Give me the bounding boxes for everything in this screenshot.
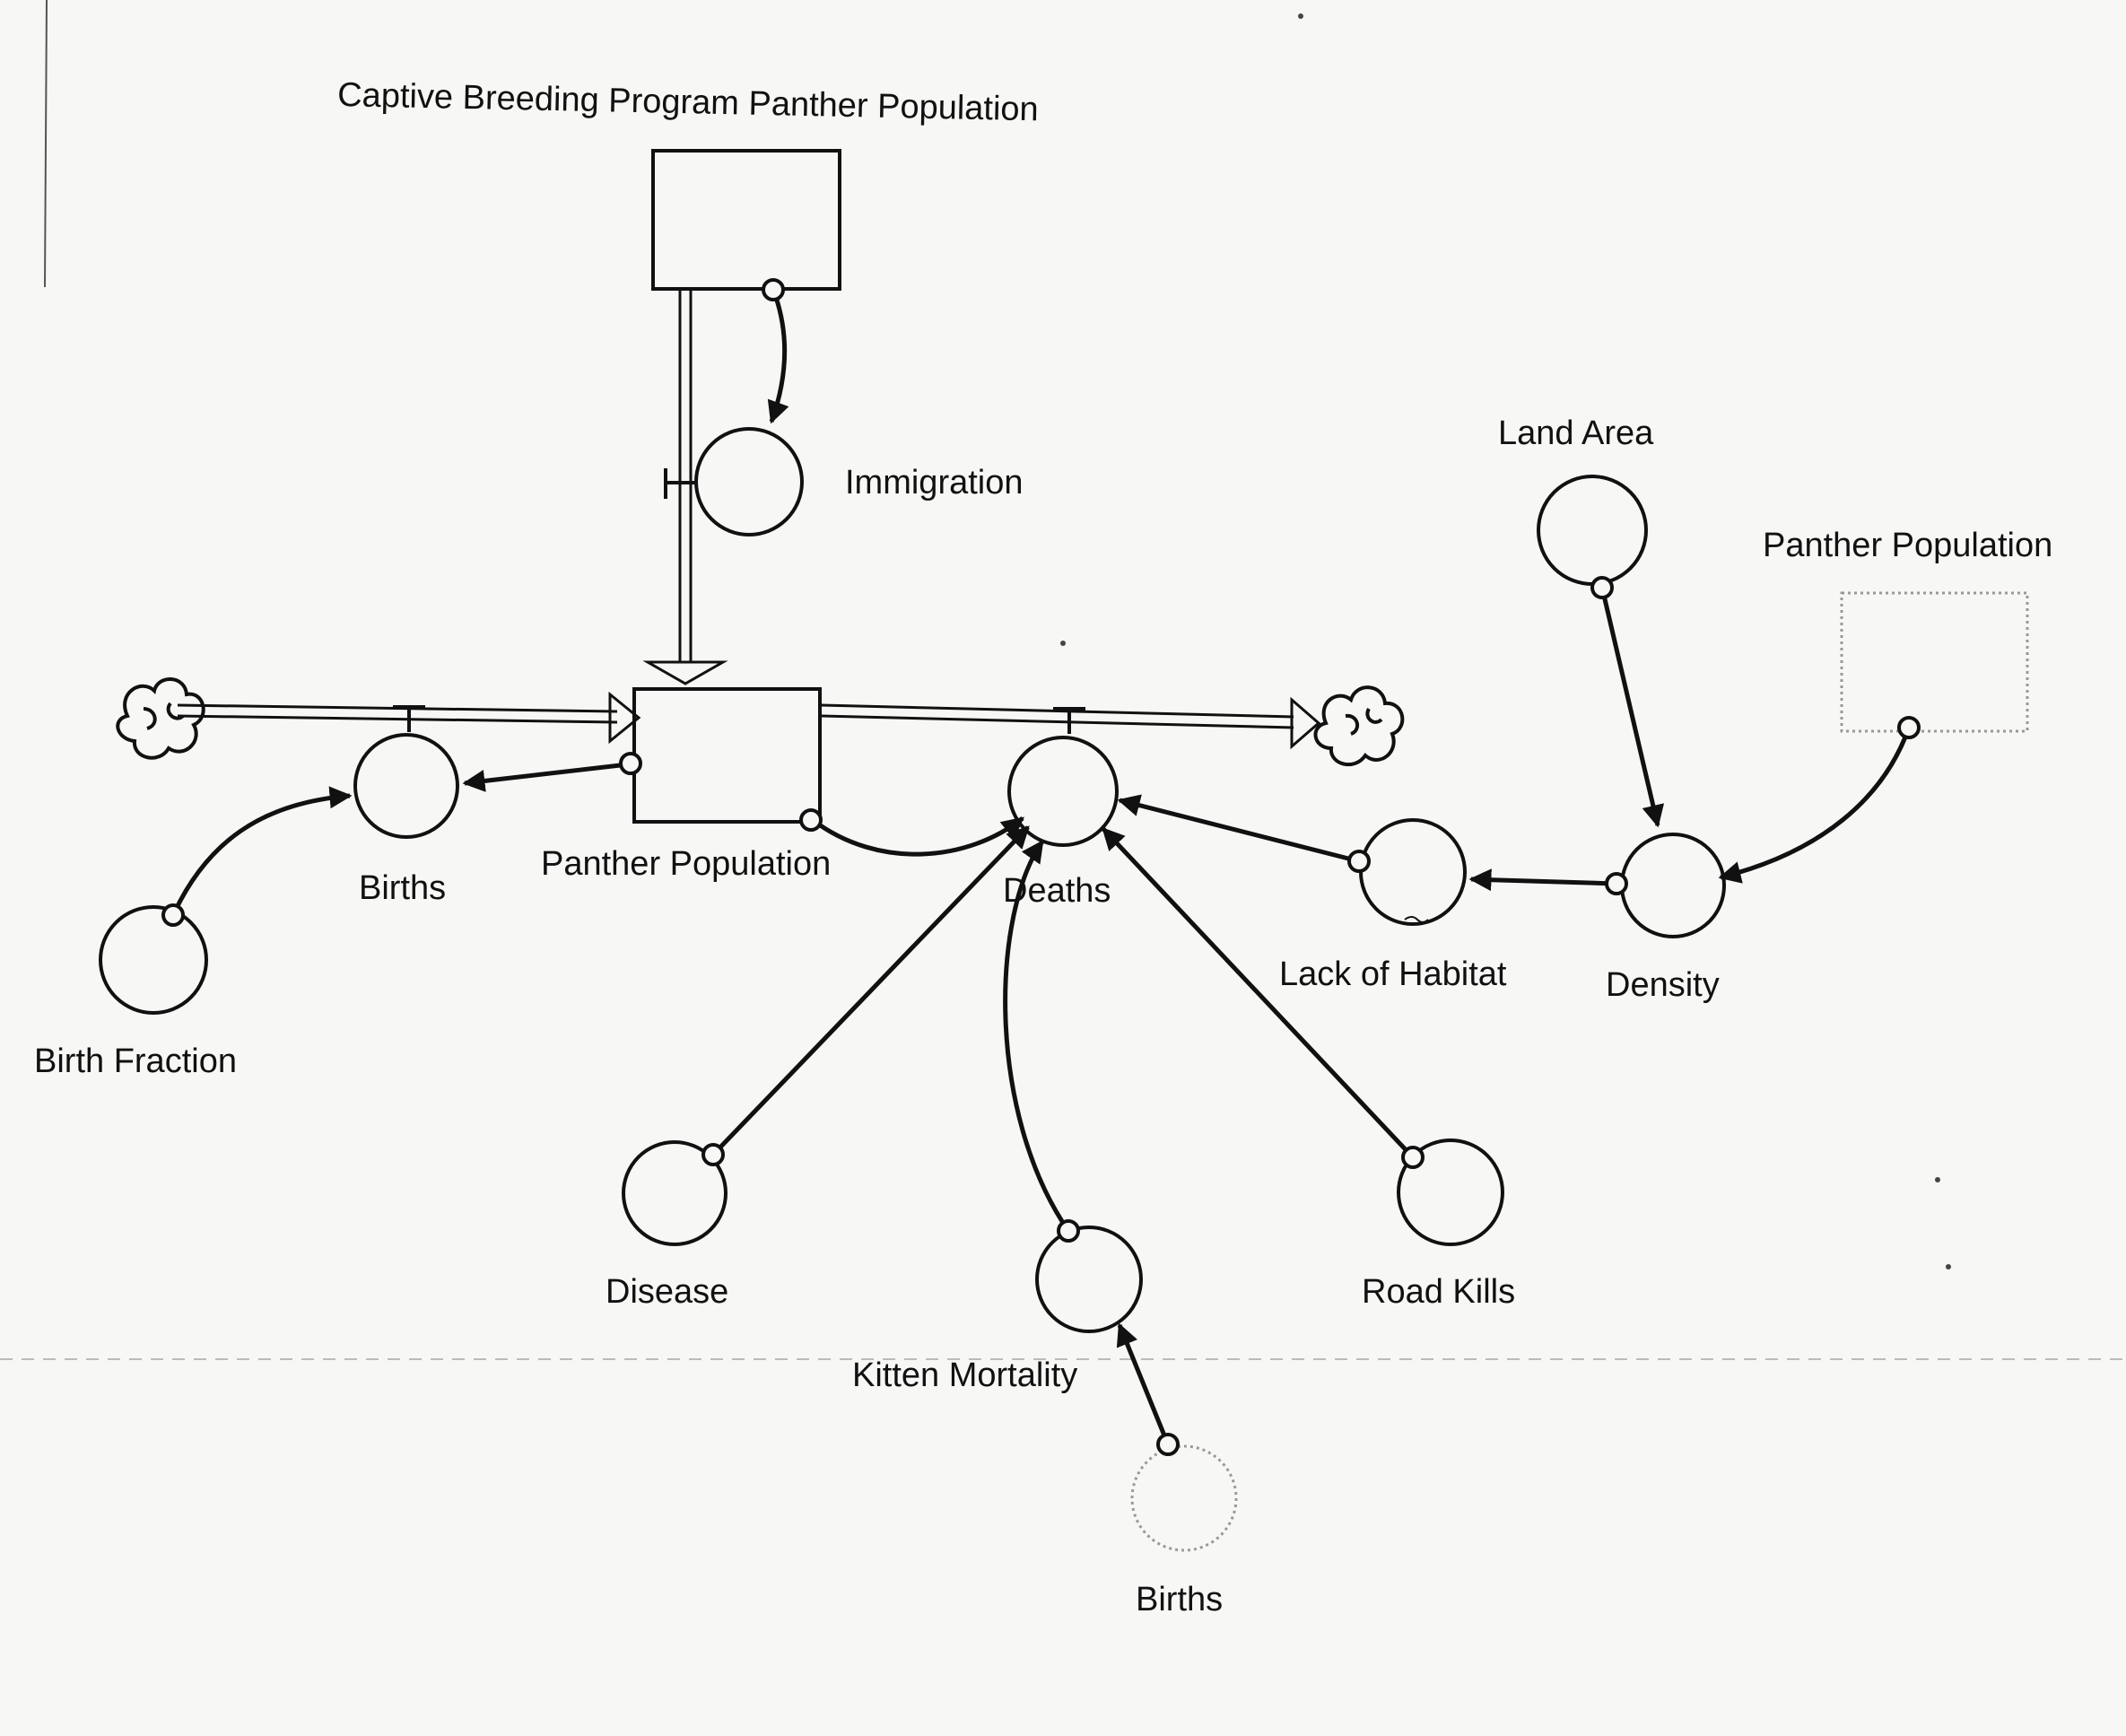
disease-label: Disease	[606, 1273, 728, 1311]
speck	[1935, 1177, 1940, 1182]
deaths-valve	[1007, 736, 1119, 847]
density-converter	[1620, 833, 1726, 938]
births-flow-pipe	[177, 691, 641, 745]
lack-of-habitat-converter	[1359, 818, 1467, 926]
land-area-converter	[1537, 475, 1648, 586]
density-label: Density	[1606, 966, 1720, 1004]
connector-landarea-to-density	[1599, 587, 1665, 828]
kitten-mortality-label: Kitten Mortality	[852, 1357, 1077, 1394]
births-ghost	[1130, 1444, 1238, 1552]
connector-roadkills-to-deaths	[1102, 827, 1415, 1159]
connector-origin-dot	[1590, 576, 1614, 599]
connector-origin-dot	[1156, 1433, 1180, 1456]
panther-population-ghost	[1840, 591, 2029, 733]
immigration-label: Immigration	[845, 464, 1024, 502]
deaths-label: Deaths	[1003, 872, 1111, 910]
speck	[1060, 641, 1066, 646]
panther-population-ghost-label: Panther Population	[1763, 527, 2052, 564]
connector-ghostbirths-to-kittenmortality	[1116, 1322, 1171, 1445]
births-label: Births	[359, 869, 446, 907]
births-valve	[353, 733, 459, 839]
connector-origin-dot	[1897, 716, 1921, 739]
connector-origin-dot	[762, 278, 785, 301]
speck	[1298, 13, 1303, 19]
connector-density-to-lackofhabitat	[1468, 868, 1617, 892]
connector-origin-dot	[1605, 872, 1628, 895]
kitten-mortality-converter	[1035, 1226, 1143, 1333]
connector-origin-dot	[799, 808, 823, 832]
connector-origin-dot	[1057, 1219, 1080, 1243]
captive-breeding-stock	[651, 149, 841, 291]
births-ghost-label: Births	[1136, 1581, 1223, 1618]
connector-lackofhabitat-to-deaths	[1117, 794, 1360, 864]
connector-origin-dot	[701, 1143, 725, 1166]
panther-population-stock	[632, 687, 822, 824]
captive-breeding-label: Captive Breeding Program Panther Populat…	[337, 76, 1039, 128]
land-area-label: Land Area	[1498, 414, 1654, 452]
road-kills-label: Road Kills	[1362, 1273, 1515, 1311]
graph-tilde-icon	[1404, 916, 1429, 923]
connector-ghostpopulation-to-density	[1718, 727, 1912, 884]
source-cloud-icon	[116, 677, 205, 760]
connector-birthfraction-to-births	[170, 786, 353, 917]
connector-origin-dot	[161, 903, 185, 927]
page-edge-line	[44, 0, 48, 288]
disease-converter	[622, 1140, 728, 1246]
connector-origin-dot	[619, 752, 642, 775]
lack-of-habitat-label: Lack of Habitat	[1279, 955, 1507, 993]
connector-origin-dot	[1401, 1146, 1425, 1169]
sink-cloud-icon	[1313, 685, 1405, 766]
road-kills-converter	[1397, 1138, 1504, 1246]
connector-population-to-births	[462, 762, 629, 792]
connector-kittenmortality-to-deaths	[1003, 839, 1071, 1233]
birth-fraction-label: Birth Fraction	[34, 1042, 237, 1080]
connector-origin-dot	[1347, 850, 1371, 873]
birth-fraction-converter	[99, 905, 208, 1015]
panther-population-label: Panther Population	[541, 845, 831, 883]
connector-population-to-deaths	[811, 816, 1024, 857]
speck	[1946, 1264, 1951, 1269]
immigration-valve	[694, 427, 804, 537]
connector-captive-to-immigration	[767, 289, 789, 424]
deaths-flow-pipe	[821, 696, 1321, 750]
connector-disease-to-deaths	[711, 825, 1030, 1156]
immigration-flow-pipe	[642, 289, 728, 685]
